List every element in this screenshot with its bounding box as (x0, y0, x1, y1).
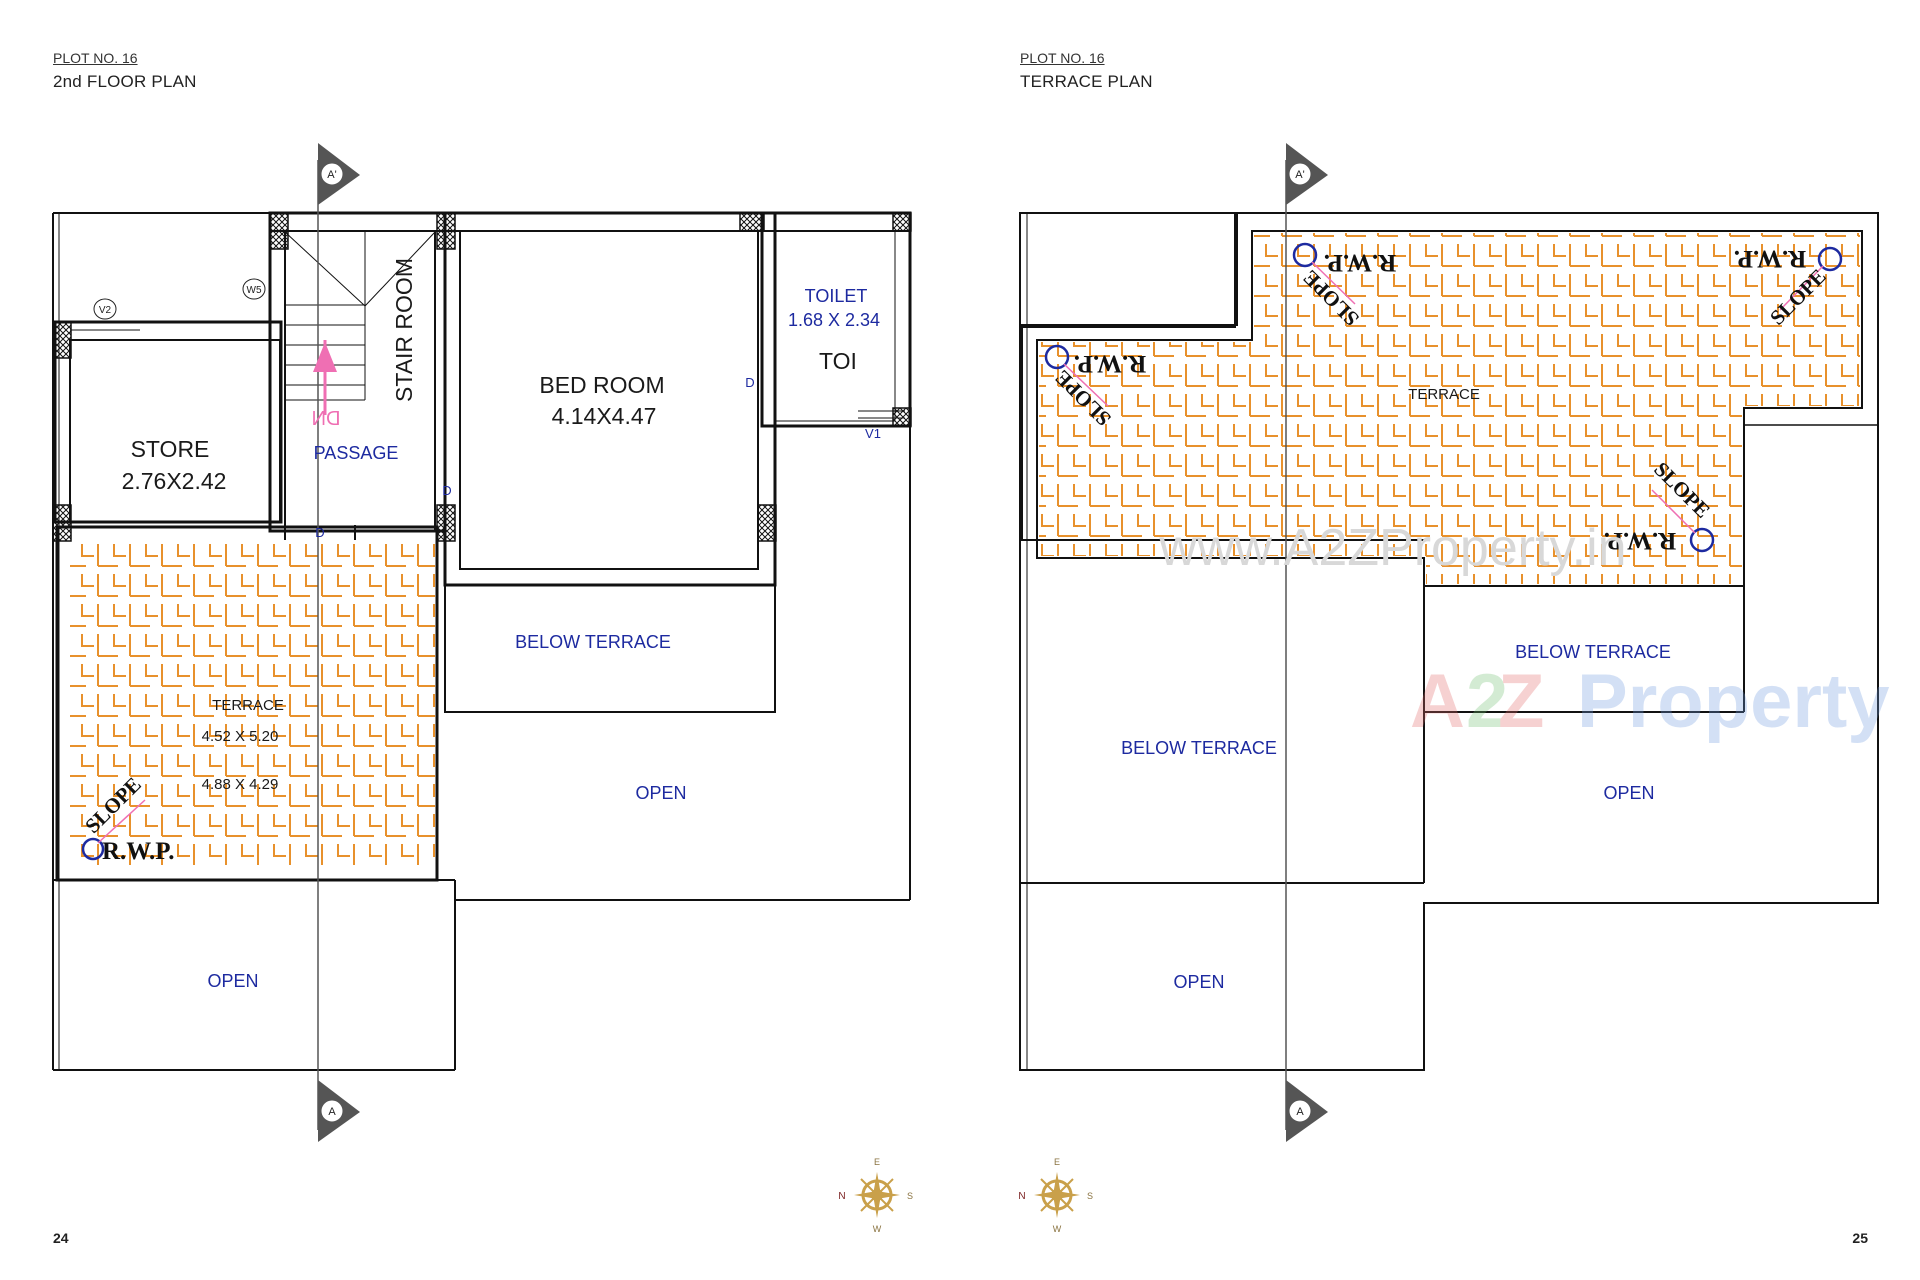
compass-right-w: W (1053, 1224, 1062, 1234)
store-size: 2.76X2.42 (122, 468, 227, 494)
left-rwp-label: R.W.P. (102, 838, 175, 865)
watermark-logo-word: Property (1577, 659, 1890, 744)
left-section-mark-top: A' (327, 169, 336, 181)
bedroom-label: BED ROOM (539, 372, 664, 398)
left-section-line (317, 143, 360, 1142)
right-open-label-2: OPEN (1173, 972, 1224, 992)
right-page-number: 25 (1852, 1230, 1868, 1246)
right-rwp-label-4: R.W.P. (1604, 527, 1677, 554)
left-columns (52, 212, 912, 542)
left-plan-title: 2nd FLOOR PLAN (53, 72, 197, 91)
tag-door-passage: D (315, 525, 324, 540)
left-open-right-label: OPEN (635, 783, 686, 803)
bedroom-size: 4.14X4.47 (552, 403, 657, 429)
compass-left-s: S (907, 1191, 913, 1201)
compass-icon-right (1034, 1172, 1080, 1218)
toilet-label: TOILET (805, 286, 868, 306)
watermark-logo: A 2 Z Property (1410, 659, 1890, 744)
right-rwp-label-1: R.W.P. (1324, 249, 1397, 276)
compass-left-e: E (874, 1157, 880, 1167)
left-terrace-tiles (70, 540, 435, 865)
right-rwp-markers (1044, 242, 1843, 553)
right-terrace-tiles (1039, 233, 1860, 584)
left-terrace-label: TERRACE (212, 697, 284, 714)
right-floor-plan (1019, 212, 1879, 1071)
right-section-mark-bottom: A (1296, 1106, 1304, 1118)
right-slope-lines (1063, 261, 1824, 534)
compass-left-w: W (873, 1224, 882, 1234)
watermark-logo-z: Z (1498, 659, 1544, 744)
right-rwp-label-3: R.W.P. (1074, 350, 1147, 377)
tag-door-stair: D (442, 483, 451, 498)
dn-label: DN (312, 408, 341, 430)
left-below-terrace-label: BELOW TERRACE (515, 632, 671, 652)
stair-arrow-icon (313, 340, 337, 415)
right-open-label-1: OPEN (1603, 783, 1654, 803)
right-below-terrace-label-1: BELOW TERRACE (1515, 642, 1671, 662)
left-page-number: 24 (53, 1230, 69, 1246)
toilet-abbr: TOI (819, 348, 857, 374)
toilet-size: 1.68 X 2.34 (788, 310, 880, 330)
store-label: STORE (131, 436, 210, 462)
right-rwp-label-2: R.W.P. (1734, 245, 1807, 272)
left-section-mark-bottom: A (328, 1106, 336, 1118)
compass-right-e: E (1054, 1157, 1060, 1167)
watermark-url: www.A2ZProperty.in (1158, 519, 1626, 577)
right-section-line (1285, 143, 1328, 1142)
right-plan-title: TERRACE PLAN (1020, 72, 1153, 91)
left-rwp (81, 799, 146, 861)
watermark-logo-a: A (1410, 659, 1465, 744)
tag-v1: V1 (865, 426, 881, 441)
compass-right-n: N (1018, 1191, 1025, 1202)
right-terrace-label: TERRACE (1408, 386, 1480, 403)
stair-room-label: STAIR ROOM (391, 258, 417, 402)
compass-right-s: S (1087, 1191, 1093, 1201)
tag-door-bedroom: D (745, 375, 754, 390)
right-plot-number: PLOT NO. 16 (1020, 50, 1105, 66)
right-page-header: PLOT NO. 16 TERRACE PLAN (1020, 50, 1153, 92)
left-page-header: PLOT NO. 16 2nd FLOOR PLAN (53, 50, 197, 92)
passage-label: PASSAGE (314, 443, 399, 463)
compass-icon-left (854, 1172, 900, 1218)
right-below-terrace-label-2: BELOW TERRACE (1121, 738, 1277, 758)
left-terrace-size-1: 4.52 X 5.20 (202, 728, 279, 745)
watermark-logo-2: 2 (1466, 659, 1508, 744)
tag-w5: W5 (247, 285, 262, 296)
right-section-mark-top: A' (1295, 169, 1304, 181)
tag-v2: V2 (99, 305, 112, 316)
compass-left-n: N (838, 1191, 845, 1202)
left-plot-number: PLOT NO. 16 (53, 50, 138, 66)
left-terrace-size-2: 4.88 X 4.29 (202, 776, 279, 793)
left-open-bottom-label: OPEN (207, 971, 258, 991)
left-tags (93, 278, 266, 320)
